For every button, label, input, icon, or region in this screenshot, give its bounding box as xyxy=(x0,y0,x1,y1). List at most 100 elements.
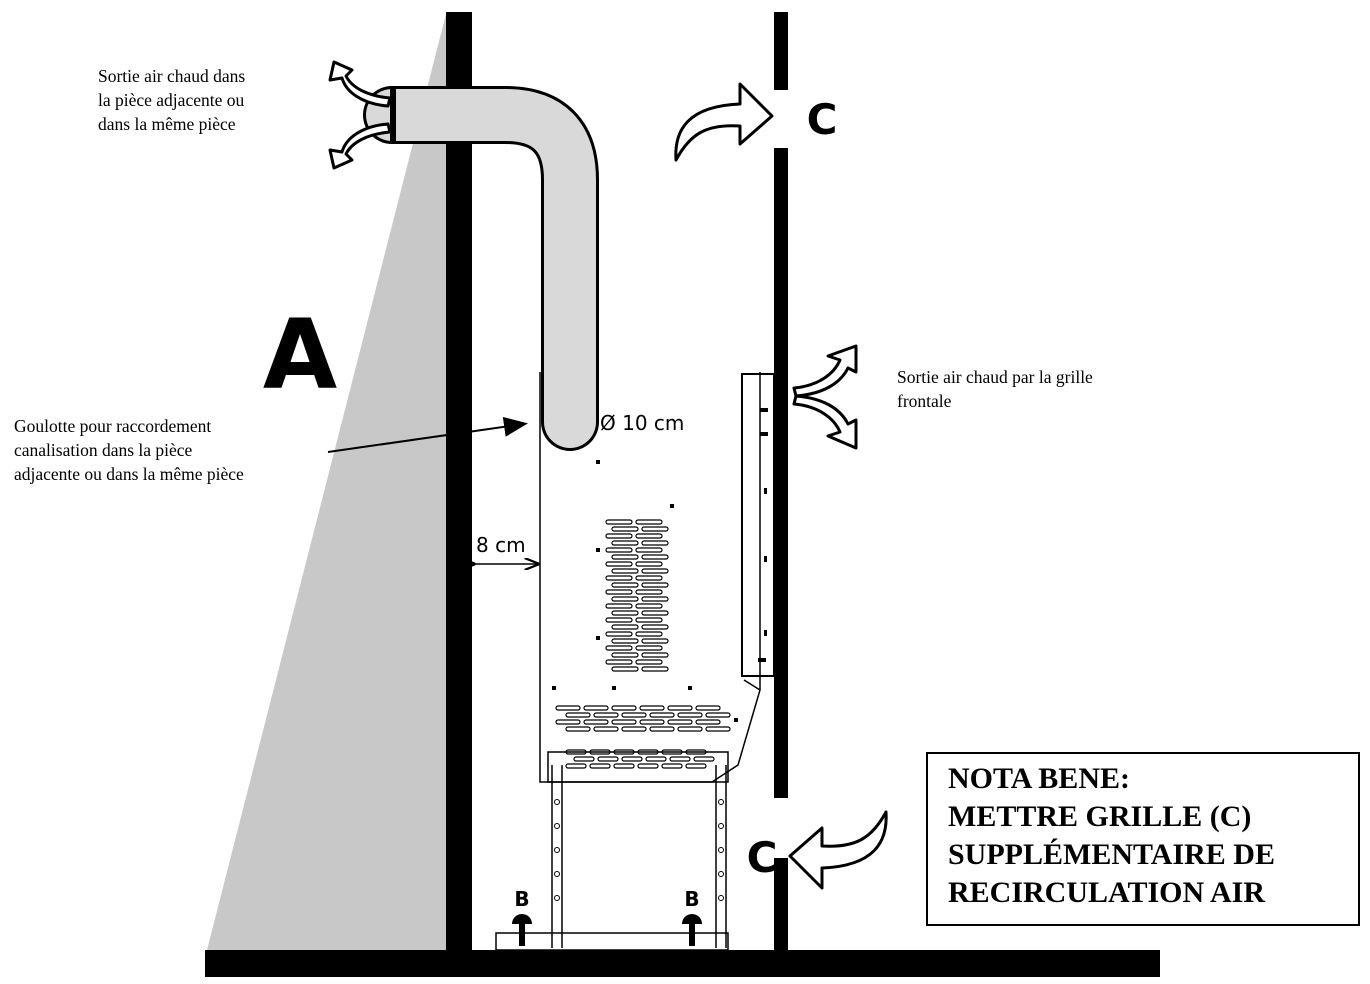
frame-hole xyxy=(554,823,560,829)
right-wall xyxy=(774,12,788,952)
top-outlet-annotation: Sortie air chaud dans la pièce adjacente… xyxy=(98,64,245,136)
vent-slot xyxy=(705,712,731,718)
vent-slot xyxy=(649,726,675,732)
duct-annotation: Goulotte pour raccordement canalisation … xyxy=(14,414,244,486)
vent-slot xyxy=(611,610,639,616)
foot-right xyxy=(682,914,702,946)
vent-slot xyxy=(605,589,633,595)
foot-label-right: B xyxy=(684,887,699,911)
vent-slot xyxy=(605,533,633,539)
top-outlet-line-2: la pièce adjacente ou xyxy=(98,90,245,110)
front-outlet-line-1: Sortie air chaud par la grille xyxy=(897,367,1093,387)
vent-slot xyxy=(641,610,669,616)
vent-slot xyxy=(611,526,639,532)
nota-bene-box: NOTA BENE: METTRE GRILLE (C) SUPPLÉMENTA… xyxy=(926,752,1360,926)
frame-hole xyxy=(718,871,724,877)
vent-slot xyxy=(611,638,639,644)
foot-label-left: B xyxy=(514,887,529,911)
vent-slot xyxy=(649,712,675,718)
vent-slot xyxy=(667,705,693,711)
vent-slot xyxy=(635,659,663,665)
vent-slot xyxy=(641,596,669,602)
vent-slot xyxy=(635,575,663,581)
vent-slot xyxy=(641,554,669,560)
vent-dot xyxy=(734,718,738,722)
airflow-arrow-top-down xyxy=(328,122,392,170)
airflow-arrow-front-down xyxy=(792,394,858,450)
vent-slot xyxy=(613,763,635,769)
front-outlet-line-2: frontale xyxy=(897,391,952,411)
vent-slot xyxy=(635,519,663,525)
vent-slot xyxy=(593,712,619,718)
vent-slots xyxy=(552,460,738,769)
vent-slot xyxy=(641,652,669,658)
vent-slot xyxy=(667,719,693,725)
vent-slot xyxy=(611,719,637,725)
grille-label-top: C xyxy=(807,95,838,144)
vent-slot xyxy=(695,719,721,725)
front-grille xyxy=(758,408,768,662)
vent-slot xyxy=(635,631,663,637)
nota-line-2: SUPPLÉMENTAIRE DE xyxy=(948,838,1275,871)
vent-slot xyxy=(589,763,611,769)
vent-slot xyxy=(695,705,721,711)
grille-label-bottom: C xyxy=(747,833,778,882)
frame-holes xyxy=(554,799,724,901)
vent-slot xyxy=(669,756,691,762)
frame-hole xyxy=(718,799,724,805)
vent-slot xyxy=(611,582,639,588)
vent-slot xyxy=(677,712,703,718)
nota-line-3: RECIRCULATION AIR xyxy=(948,876,1265,909)
vent-slot xyxy=(621,756,643,762)
vent-slot xyxy=(555,719,581,725)
diameter-label: Ø 10 cm xyxy=(600,411,684,435)
vent-dot xyxy=(688,686,692,690)
vent-slot xyxy=(635,547,663,553)
vent-slot xyxy=(635,589,663,595)
vent-slot xyxy=(605,631,633,637)
vent-slot xyxy=(705,726,731,732)
vent-slot xyxy=(605,547,633,553)
vent-slot xyxy=(611,652,639,658)
nota-title: NOTA BENE: xyxy=(948,762,1130,795)
vent-slot xyxy=(605,575,633,581)
vent-slot xyxy=(645,756,667,762)
wall-label-a: A xyxy=(263,299,337,411)
vent-dot xyxy=(612,686,616,690)
vent-dot xyxy=(670,504,674,508)
frame-hole xyxy=(554,871,560,877)
frame-hole xyxy=(718,823,724,829)
vent-slot xyxy=(565,763,587,769)
vent-slot xyxy=(611,554,639,560)
vent-slot xyxy=(605,659,633,665)
vent-dot xyxy=(596,636,600,640)
duct-line-2: canalisation dans la pièce xyxy=(14,440,193,460)
vent-slot xyxy=(635,603,663,609)
vent-slot xyxy=(635,645,663,651)
duct-line-1: Goulotte pour raccordement xyxy=(14,416,212,436)
vent-slot xyxy=(611,568,639,574)
vent-slot xyxy=(693,756,715,762)
duct-line-3: adjacente ou dans la même pièce xyxy=(14,464,244,484)
top-outlet-line-1: Sortie air chaud dans xyxy=(98,66,246,86)
vent-slot xyxy=(605,561,633,567)
vent-slot xyxy=(605,617,633,623)
duct-leader-line xyxy=(327,416,528,453)
vent-slot xyxy=(555,705,581,711)
vent-slot xyxy=(605,603,633,609)
frame-hole xyxy=(718,847,724,853)
vent-slot xyxy=(641,526,669,532)
vent-slot xyxy=(611,596,639,602)
vent-slot xyxy=(573,756,595,762)
vent-slot xyxy=(597,756,619,762)
base-frame xyxy=(495,751,729,951)
vent-slot xyxy=(661,763,683,769)
vent-slot xyxy=(605,645,633,651)
front-outlet-annotation: Sortie air chaud par la grille frontale xyxy=(897,365,1093,413)
frame-hole xyxy=(554,895,560,901)
vent-slot xyxy=(685,763,707,769)
vent-slot xyxy=(611,705,637,711)
vent-slot xyxy=(677,726,703,732)
vent-slot xyxy=(641,666,669,672)
vent-slot xyxy=(639,719,665,725)
